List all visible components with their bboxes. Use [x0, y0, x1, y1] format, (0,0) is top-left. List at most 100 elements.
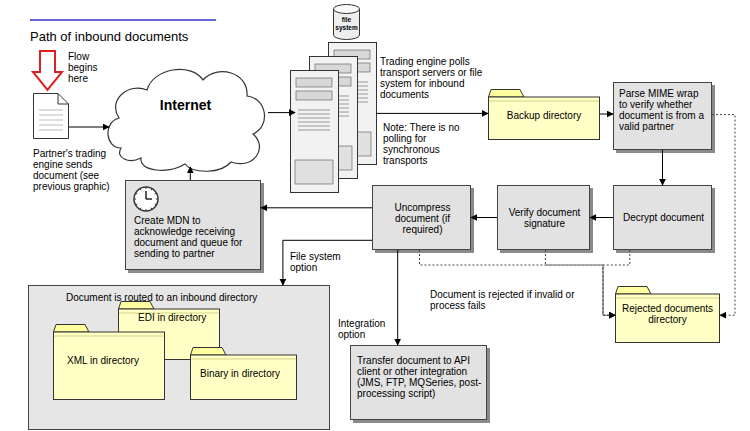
- edge-label: Integration option: [338, 318, 396, 340]
- shape-part: [156, 199, 158, 200]
- shape-part: [136, 204, 137, 206]
- document-icon: [33, 93, 69, 139]
- flow-connector: [662, 150, 663, 185]
- shape-part: [191, 359, 296, 360]
- node-text: Binary in directory: [200, 368, 296, 379]
- partner-document: Partner's trading engine sends document …: [33, 93, 69, 139]
- flow-connector: [283, 240, 372, 285]
- shape-part: [39, 120, 63, 121]
- process-box: Create MDN to acknowledge receiving docu…: [125, 180, 261, 270]
- clock-holder: [132, 185, 160, 213]
- shape-part: [140, 208, 142, 209]
- reject-connector: [545, 250, 615, 315]
- note-label: Document is rejected if invalid or proce…: [430, 289, 595, 311]
- shape-part: [135, 199, 137, 200]
- shape-part: [39, 125, 63, 126]
- shape-part: [489, 101, 599, 102]
- node-text: Internet: [103, 97, 268, 114]
- shape-part: [108, 69, 265, 171]
- shape-part: [54, 325, 90, 333]
- edge-label: File system option: [290, 251, 342, 273]
- shape-part: [489, 97, 600, 140]
- shape-part: [151, 189, 153, 190]
- backup-folder: Backup directory: [488, 88, 600, 140]
- node-text: EDI in directory: [138, 312, 220, 323]
- rejected-folder: Rejected documents directory: [615, 285, 720, 343]
- shape-part: [145, 191, 146, 199]
- shape-part: [298, 130, 330, 131]
- shape-part: [39, 110, 63, 111]
- flow-connector: [69, 127, 109, 128]
- reject-connector: [712, 115, 735, 316]
- diagram-title: Path of inbound documents: [30, 29, 188, 45]
- shape-part: [295, 160, 333, 184]
- shape-part: [616, 294, 720, 343]
- shape-part: [146, 209, 147, 211]
- server-stack: [290, 42, 378, 194]
- shape-part: [296, 91, 332, 100]
- process-box: Verify document signature: [497, 185, 590, 250]
- shape-part: [191, 355, 297, 400]
- shape-part: [616, 298, 719, 299]
- process-box: Uncompress document (if required): [372, 185, 471, 250]
- node-text: Create MDN to acknowledge receiving docu…: [134, 215, 256, 259]
- shape-part: [136, 193, 137, 195]
- reject-connector: [420, 250, 616, 315]
- directory-folder: Binary in directory: [190, 346, 297, 400]
- shape-part: [34, 94, 69, 139]
- process-box: Parse MIME wrap to verify whether docume…: [613, 82, 712, 150]
- flow-connector: [471, 217, 497, 218]
- shape-part: [298, 110, 330, 111]
- process-box: Transfer document to API client or other…: [350, 345, 487, 420]
- shape-part: [489, 90, 525, 98]
- trading-engine: Trading engine polls transport servers o…: [290, 42, 378, 194]
- flow-connector: [268, 112, 295, 113]
- shape-part: [291, 71, 339, 193]
- shape-part: [155, 204, 156, 206]
- clock-icon: [132, 185, 160, 213]
- node-text: Uncompress document (if required): [378, 202, 467, 235]
- shape-part: [334, 5, 360, 14]
- shape-part: [191, 348, 227, 356]
- flow-connector: [376, 113, 488, 114]
- shape-part: [134, 187, 158, 211]
- shape-part: [119, 302, 155, 310]
- shape-part: [54, 336, 164, 337]
- flow-connector: [397, 250, 398, 345]
- shape-part: [146, 188, 147, 190]
- shape-part: [298, 118, 330, 119]
- node-text: Backup directory: [488, 110, 600, 121]
- node-text: Transfer document to API client or other…: [357, 355, 482, 399]
- flow-connector: [190, 167, 191, 180]
- node-text: Trading engine polls transport servers o…: [380, 56, 492, 100]
- shape-part: [151, 208, 153, 209]
- shape-part: [39, 115, 63, 116]
- node-note: Note: There is no polling for synchronou…: [383, 122, 475, 166]
- note-label: Flow begins here: [68, 51, 108, 84]
- shape-part: [298, 122, 330, 123]
- node-text: file system: [333, 16, 360, 32]
- routing-group: Document is routed to an inbound directo…: [28, 285, 330, 430]
- node-text: Partner's trading engine sends document …: [33, 148, 123, 192]
- internet-cloud: Internet: [103, 60, 268, 172]
- reject-connector: [603, 250, 630, 315]
- shape-part: [146, 198, 152, 199]
- shape-part: [54, 332, 165, 400]
- shape-part: [298, 114, 330, 115]
- flow-connector: [600, 114, 613, 115]
- shape-part: [155, 193, 156, 195]
- node-text: Decrypt document: [619, 212, 708, 223]
- shape-part: [296, 78, 332, 87]
- node-text: XML in directory: [67, 355, 163, 366]
- node-text: Rejected documents directory: [615, 303, 720, 325]
- process-box: Decrypt document: [613, 185, 712, 250]
- shape-part: [140, 189, 142, 190]
- node-text: Verify document signature: [503, 207, 586, 229]
- shape-part: [298, 126, 330, 127]
- directory-folder: XML in directory: [53, 323, 165, 400]
- shape-part: [616, 287, 652, 295]
- shape-part: [39, 130, 63, 131]
- flow-connector: [590, 217, 613, 218]
